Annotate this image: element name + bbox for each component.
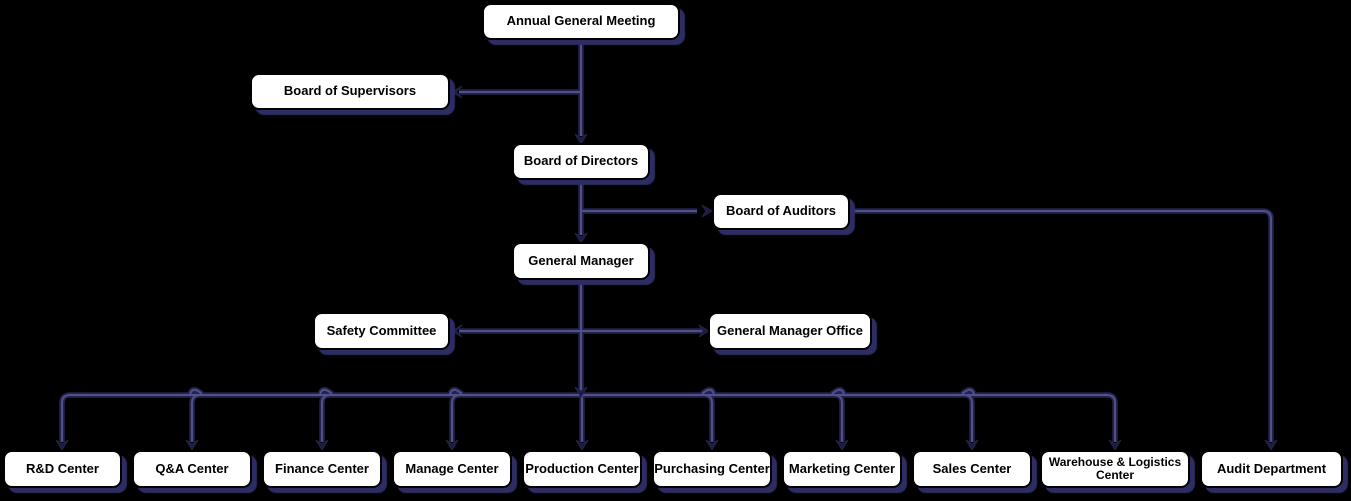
node-finance-center[interactable]: Finance Center	[262, 450, 382, 488]
node-board-of-supervisors[interactable]: Board of Supervisors	[250, 73, 450, 110]
node-purchasing-center-label: Purchasing Center	[654, 460, 770, 476]
node-board-of-auditors[interactable]: Board of Auditors	[712, 193, 850, 230]
node-marketing-center-label: Marketing Center	[788, 460, 896, 476]
node-qa-center-label: Q&A Center	[155, 460, 229, 476]
node-board-of-directors[interactable]: Board of Directors	[512, 143, 650, 180]
node-board-of-auditors-label: Board of Auditors	[725, 203, 836, 219]
node-manage-center[interactable]: Manage Center	[392, 450, 512, 488]
node-audit-department-label: Audit Department	[1216, 460, 1327, 476]
node-safety-committee[interactable]: Safety Committee	[313, 312, 450, 350]
arrowheads	[55, 85, 1278, 451]
node-sales-center-label: Sales Center	[932, 460, 1012, 476]
node-sales-center[interactable]: Sales Center	[912, 450, 1032, 488]
node-production-center[interactable]: Production Center	[522, 450, 642, 488]
node-general-manager[interactable]: General Manager	[512, 242, 650, 280]
node-rd-center[interactable]: R&D Center	[3, 450, 122, 488]
node-safety-committee-label: Safety Committee	[326, 322, 437, 338]
node-warehouse-logistics-center-label: Warehouse & Logistics Center	[1048, 454, 1182, 482]
node-warehouse-logistics-center[interactable]: Warehouse & Logistics Center	[1040, 450, 1190, 488]
node-purchasing-center[interactable]: Purchasing Center	[652, 450, 772, 488]
node-general-manager-label: General Manager	[528, 252, 634, 268]
node-audit-department[interactable]: Audit Department	[1200, 450, 1343, 488]
connector-lines-inner	[61, 40, 1272, 442]
node-production-center-label: Production Center	[525, 460, 639, 476]
node-annual-general-meeting[interactable]: Annual General Meeting	[482, 3, 680, 40]
connector-lines-outer	[59, 40, 1274, 442]
node-annual-general-meeting-label: Annual General Meeting	[506, 13, 656, 29]
node-rd-center-label: R&D Center	[26, 460, 99, 476]
node-qa-center[interactable]: Q&A Center	[132, 450, 252, 488]
node-marketing-center[interactable]: Marketing Center	[782, 450, 902, 488]
node-board-of-supervisors-label: Board of Supervisors	[283, 83, 417, 99]
node-finance-center-label: Finance Center	[275, 460, 369, 476]
node-manage-center-label: Manage Center	[405, 460, 499, 476]
node-board-of-directors-label: Board of Directors	[523, 153, 639, 169]
node-general-manager-office[interactable]: General Manager Office	[708, 312, 872, 350]
node-general-manager-office-label: General Manager Office	[717, 322, 863, 338]
